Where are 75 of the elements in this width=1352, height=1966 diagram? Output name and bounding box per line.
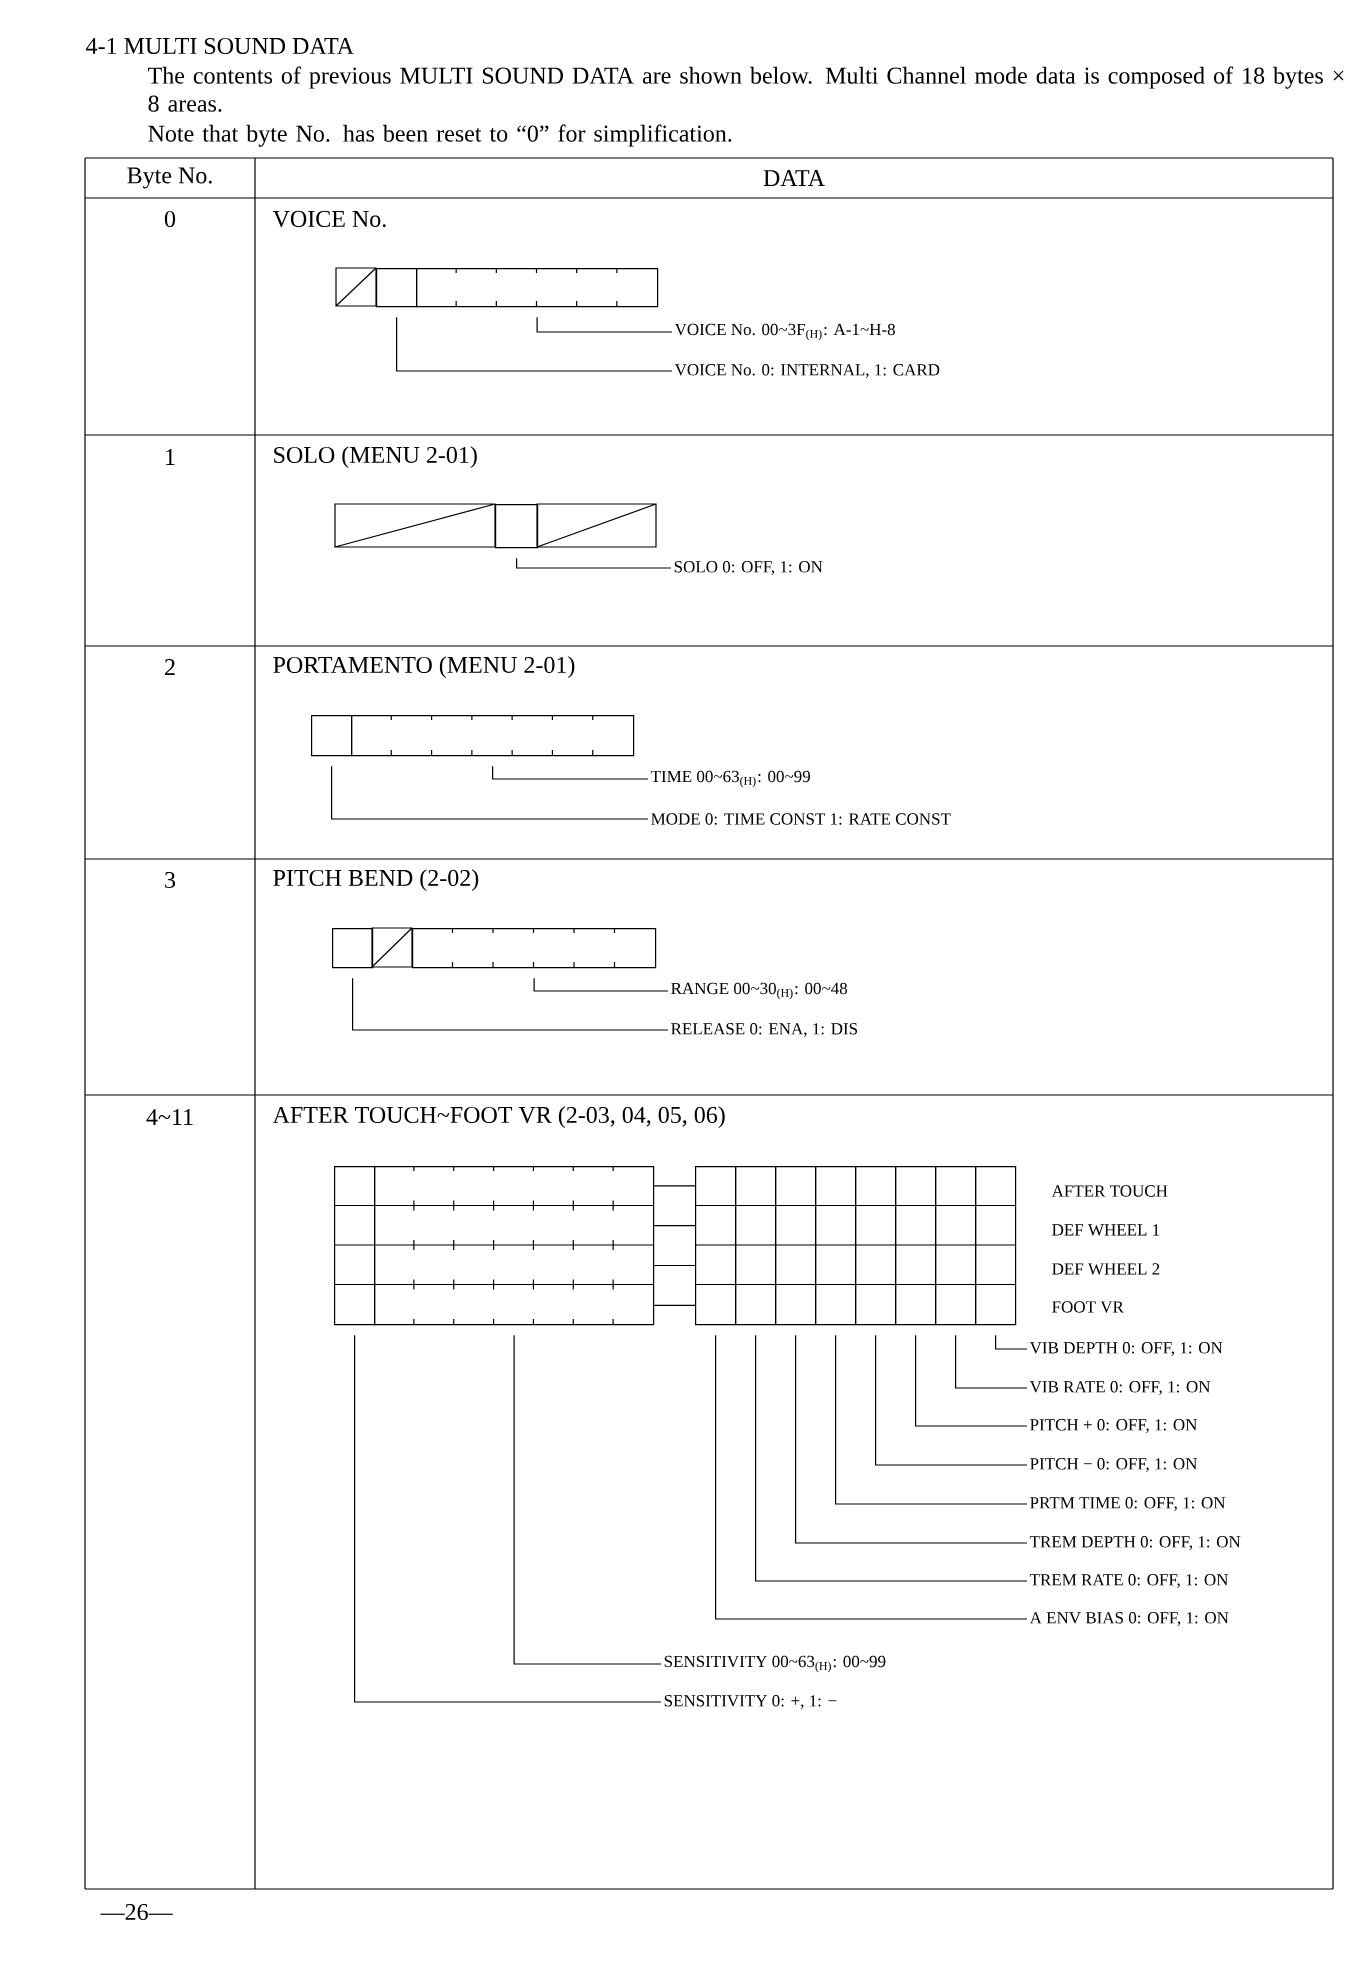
bit-field xyxy=(934,1166,977,1326)
note-text: The contents of previous MULTI SOUND DATA are shown below. Multi Channel mode data is composed of 18 bytes × 8 areas. xyxy=(148,66,1344,112)
page-number: —26— xyxy=(100,1903,173,1921)
connector-line xyxy=(653,1264,696,1267)
field-label: PITCH − 0: OFF, 1: ON xyxy=(1030,1458,1198,1472)
leader-line xyxy=(331,765,649,820)
field-label: TIME 00~63$_{(H)}$: 00~99 xyxy=(650,770,810,788)
field-label: PRTM TIME 0: OFF, 1: ON xyxy=(1030,1497,1226,1511)
field-label: PITCH + 0: OFF, 1: ON xyxy=(1030,1419,1198,1433)
bit-field xyxy=(412,927,657,969)
leader-line xyxy=(995,1334,1028,1350)
field-label: A ENV BIAS 0: OFF, 1: ON xyxy=(1029,1612,1229,1626)
connector-line xyxy=(653,1225,696,1227)
leader-line xyxy=(533,977,669,992)
byte-number: 2 xyxy=(165,659,175,675)
field-label: SOLO 0: OFF, 1: ON xyxy=(674,561,823,575)
bit-field xyxy=(495,504,539,549)
byte-number: 3 xyxy=(165,871,176,889)
leader-line xyxy=(492,765,649,780)
leader-line xyxy=(536,316,673,333)
byte-number: 4~11 xyxy=(146,1109,193,1125)
leader-line xyxy=(795,1334,1028,1544)
leader-line xyxy=(915,1334,1028,1427)
leader-line xyxy=(516,557,672,569)
leader-line xyxy=(955,1334,1028,1389)
bit-field xyxy=(734,1166,777,1326)
leader-line xyxy=(875,1334,1028,1466)
note-text: Note that byte No. has been reset to “0” for simplification. xyxy=(148,124,732,147)
bit-field xyxy=(311,715,353,757)
bit-field xyxy=(333,1166,376,1326)
field-label: SENSITIVITY 0: +, 1: − xyxy=(664,1695,837,1709)
field-label: VIB RATE 0: OFF, 1: ON xyxy=(1029,1381,1211,1395)
row-label: DEF WHEEL 1 xyxy=(1052,1224,1160,1236)
byte-number: 1 xyxy=(166,449,175,465)
connector-line xyxy=(653,1304,696,1306)
field-label: RELEASE 0: ENA, 1: DIS xyxy=(671,1023,857,1037)
leader-line xyxy=(715,1334,1028,1620)
bit-field xyxy=(376,268,418,308)
bit-field xyxy=(814,1166,857,1326)
column-header: DATA xyxy=(763,170,825,186)
field-label: VIB DEPTH 0: OFF, 1: ON xyxy=(1029,1342,1223,1356)
row-label: DEF WHEEL 2 xyxy=(1052,1263,1160,1275)
section-heading: AFTER TOUCH~FOOT VR (2-03, 04, 05, 06) xyxy=(272,1106,725,1128)
column-header: Byte No. xyxy=(127,167,212,189)
connector-line xyxy=(653,1185,696,1187)
bit-field xyxy=(351,714,635,757)
field-label: MODE 0: TIME CONST 1: RATE CONST xyxy=(651,813,951,825)
leader-line xyxy=(835,1334,1028,1505)
bit-field xyxy=(332,928,374,969)
field-label: VOICE No. 0: INTERNAL, 1: CARD xyxy=(674,364,940,378)
section-heading: VOICE No. xyxy=(272,210,386,228)
leader-line xyxy=(513,1334,662,1665)
section-heading: SOLO (MENU 2-01) xyxy=(274,446,477,468)
bit-field xyxy=(694,1166,737,1326)
bit-field xyxy=(774,1166,817,1326)
field-label: TREM DEPTH 0: OFF, 1: ON xyxy=(1029,1536,1241,1550)
leader-line xyxy=(396,316,673,372)
section-title: 4-1 MULTI SOUND DATA xyxy=(86,37,354,55)
field-label: RANGE 00~30$_{(H)}$: 00~48 xyxy=(671,982,848,1000)
bit-field xyxy=(974,1166,1017,1326)
leader-line xyxy=(755,1334,1028,1582)
row-label: FOOT VR xyxy=(1052,1301,1124,1313)
bit-field xyxy=(373,1165,655,1326)
field-label: VOICE No. 00~3F$_{(H)}$: A-1~H-8 xyxy=(674,323,895,341)
leader-line xyxy=(354,1334,662,1703)
bit-field xyxy=(894,1166,937,1326)
byte-number: 0 xyxy=(164,210,176,228)
section-heading: PORTAMENTO (MENU 2-01) xyxy=(273,656,575,678)
row-label: AFTER TOUCH xyxy=(1051,1185,1168,1197)
bit-field xyxy=(416,267,659,308)
field-label: SENSITIVITY 00~63$_{(H)}$: 00~99 xyxy=(664,1655,886,1673)
field-label: TREM RATE 0: OFF, 1: ON xyxy=(1029,1574,1229,1588)
bit-field xyxy=(854,1166,897,1326)
section-heading: PITCH BEND (2-02) xyxy=(273,869,479,891)
leader-line xyxy=(352,977,669,1031)
